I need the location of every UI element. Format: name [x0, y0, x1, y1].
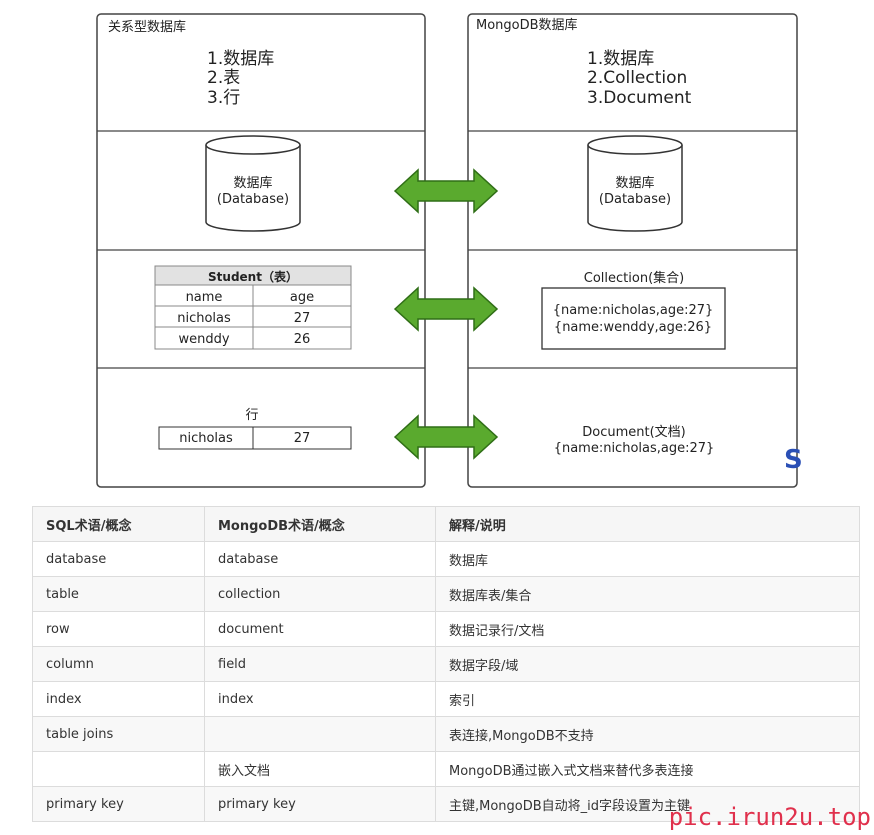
- right-item-1: 1.数据库: [587, 49, 654, 69]
- collection-example: Collection(集合) {name:nicholas,age:27} {n…: [541, 270, 726, 350]
- collection-doc: {name:wenddy,age:26}: [554, 320, 712, 335]
- left-item-1: 1.数据库: [207, 49, 274, 69]
- student-header-name: name: [186, 290, 223, 305]
- cell-sql: primary key: [32, 786, 205, 822]
- left-item-2: 2.表: [207, 68, 240, 88]
- collection-doc: {name:nicholas,age:27}: [553, 303, 714, 318]
- table-row: table collection 数据库表/集合: [32, 576, 860, 612]
- cell-sql: table joins: [32, 716, 205, 752]
- cell-sql: column: [32, 646, 205, 682]
- cell-sql: row: [32, 611, 205, 647]
- left-db-label: 数据库: [233, 175, 272, 191]
- right-db-sub: (Database): [599, 192, 671, 207]
- cell-explanation: MongoDB通过嵌入式文档来替代多表连接: [435, 751, 860, 787]
- student-table-title: Student（表）: [208, 269, 298, 284]
- left-panel-title: 关系型数据库: [108, 19, 186, 35]
- header-mongodb: MongoDB术语/概念: [204, 506, 436, 542]
- table-row: 嵌入文档 MongoDB通过嵌入式文档来替代多表连接: [32, 751, 860, 787]
- table-row: database database 数据库: [32, 541, 860, 577]
- row-label: 行: [245, 408, 258, 423]
- cell-mongodb: [204, 716, 436, 752]
- cell-mongodb: database: [204, 541, 436, 577]
- cell-mongodb: document: [204, 611, 436, 647]
- student-cell: wenddy: [178, 332, 229, 347]
- row-cell: 27: [294, 431, 311, 446]
- cell-sql: database: [32, 541, 205, 577]
- collection-label: Collection(集合): [584, 270, 684, 286]
- arrow-document: [393, 414, 499, 460]
- header-explanation: 解释/说明: [435, 506, 860, 542]
- row-cell: nicholas: [179, 431, 233, 446]
- cell-explanation: 数据库: [435, 541, 860, 577]
- site-watermark: pic.irun2u.top: [668, 803, 871, 831]
- cell-explanation: 数据记录行/文档: [435, 611, 860, 647]
- cell-mongodb: field: [204, 646, 436, 682]
- cell-explanation: 数据字段/域: [435, 646, 860, 682]
- right-db-label: 数据库: [615, 175, 654, 191]
- header-sql: SQL术语/概念: [32, 506, 205, 542]
- mapping-arrows: [393, 168, 499, 460]
- table-row: row document 数据记录行/文档: [32, 611, 860, 647]
- student-header-age: age: [290, 290, 314, 305]
- document-label: Document(文档): [582, 425, 686, 440]
- cell-explanation: 主键,MongoDB自动将_id字段设置为主键: [435, 786, 860, 822]
- right-panel-title: MongoDB数据库: [476, 17, 578, 33]
- table-row: column field 数据字段/域: [32, 646, 860, 682]
- partial-s-glyph: S: [784, 445, 803, 475]
- document-value: {name:nicholas,age:27}: [554, 441, 715, 456]
- mongodb-panel: MongoDB数据库 1.数据库 2.Collection 3.Document…: [467, 13, 803, 488]
- cell-explanation: 数据库表/集合: [435, 576, 860, 612]
- arrow-collection: [393, 286, 499, 332]
- right-database-cylinder: 数据库 (Database): [587, 135, 683, 232]
- cell-explanation: 表连接,MongoDB不支持: [435, 716, 860, 752]
- student-cell: nicholas: [177, 311, 231, 326]
- cell-mongodb: primary key: [204, 786, 436, 822]
- cell-sql: index: [32, 681, 205, 717]
- cell-explanation: 索引: [435, 681, 860, 717]
- table-row: index index 索引: [32, 681, 860, 717]
- cell-sql: table: [32, 576, 205, 612]
- cell-mongodb: index: [204, 681, 436, 717]
- cell-mongodb: collection: [204, 576, 436, 612]
- document-example: Document(文档) {name:nicholas,age:27}: [554, 425, 715, 456]
- relational-db-panel: 关系型数据库 1.数据库 2.表 3.行 数据库 (Database) Stud…: [96, 13, 426, 488]
- row-example: 行 nicholas 27: [158, 408, 352, 450]
- student-cell: 27: [294, 311, 311, 326]
- student-cell: 26: [294, 332, 311, 347]
- table-row: table joins 表连接,MongoDB不支持: [32, 716, 860, 752]
- cell-mongodb: 嵌入文档: [204, 751, 436, 787]
- terms-comparison-table: SQL术语/概念 MongoDB术语/概念 解释/说明 database dat…: [32, 506, 860, 822]
- table-row: primary key primary key 主键,MongoDB自动将_id…: [32, 786, 860, 822]
- cell-sql: [32, 751, 205, 787]
- left-item-3: 3.行: [207, 88, 240, 108]
- right-item-2: 2.Collection: [587, 68, 687, 88]
- left-db-sub: (Database): [217, 192, 289, 207]
- student-table: Student（表） name age nicholas 27 wenddy 2…: [154, 265, 352, 350]
- left-database-cylinder: 数据库 (Database): [205, 135, 301, 232]
- table-header-row: SQL术语/概念 MongoDB术语/概念 解释/说明: [32, 506, 860, 542]
- arrow-database: [393, 168, 499, 214]
- right-item-3: 3.Document: [587, 88, 692, 108]
- sql-vs-mongodb-diagram: 关系型数据库 1.数据库 2.表 3.行 数据库 (Database) Stud…: [96, 13, 803, 488]
